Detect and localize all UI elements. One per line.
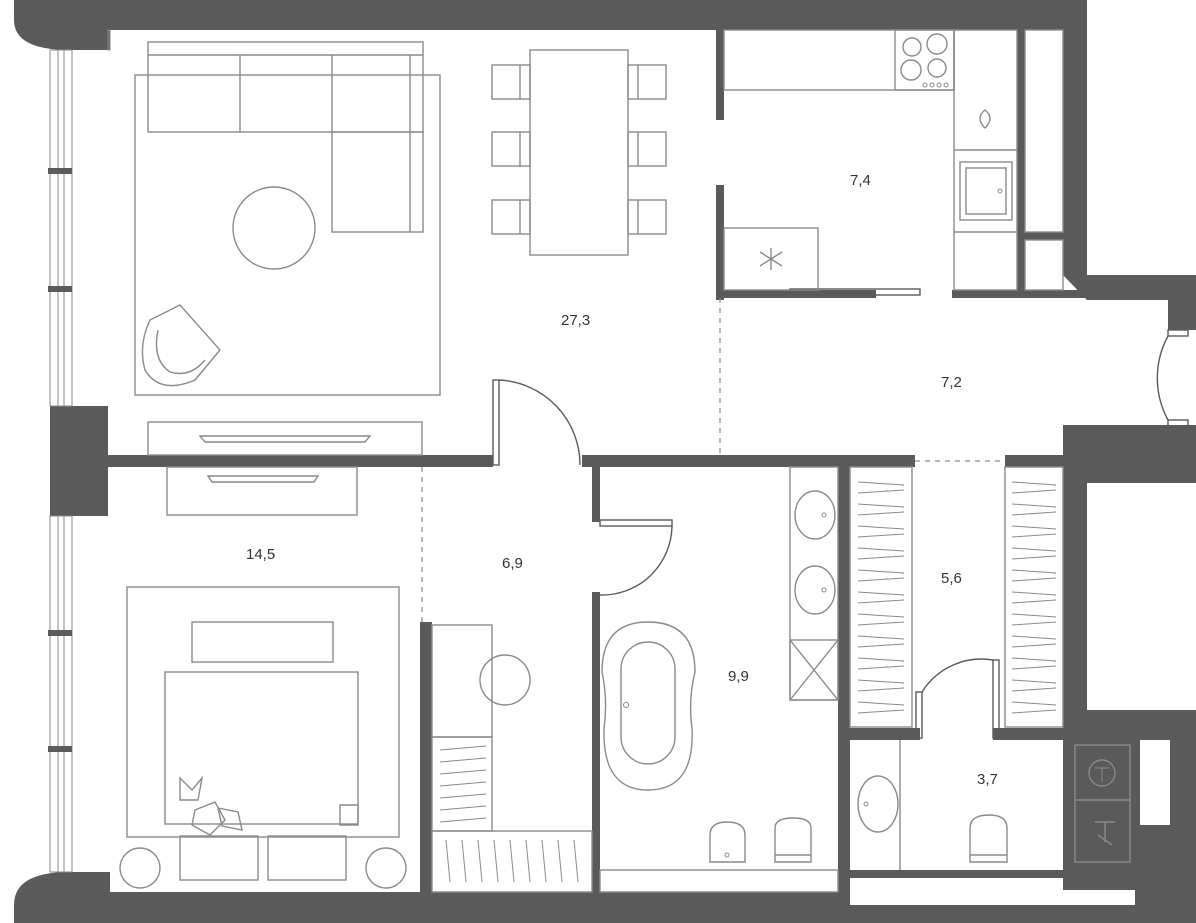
living-room-furniture [134,41,667,456]
wardrobe-hanger-line [1011,569,1057,574]
wardrobe-hanger-line [1011,533,1057,538]
wardrobe-hanger-line [1011,511,1057,516]
wardrobe-hanger-line [857,643,905,648]
wardrobe-hanger-line [1011,599,1057,604]
wardrobe-hanger-line [857,489,905,494]
area-label-corridor: 6,9 [502,555,523,572]
wardrobe-hanger-line [857,701,905,706]
wardrobe-hanger-line [857,665,905,670]
kitchen-furniture [723,29,1064,291]
doors [492,288,1189,739]
wardrobe-hanger-line [857,525,905,530]
wardrobe-hanger-line [857,613,905,618]
wardrobe-hanger-line [1011,503,1057,508]
wardrobe-hanger-line [857,577,905,582]
area-label-entry-hall: 7,2 [941,374,962,391]
wardrobe-hanger-line [857,555,905,560]
wardrobe-hanger-line [857,709,905,714]
wc-furniture [857,740,1131,870]
wardrobe-hanger-line [857,591,905,596]
wardrobe-hanger-line [1011,591,1057,596]
bedroom-furniture [119,466,407,889]
wardrobe-hanger-line [1011,621,1057,626]
wardrobe-hanger-line [1011,665,1057,670]
wardrobe-hanger-line [857,569,905,574]
wardrobe-hanger-line [1011,547,1057,552]
wardrobe-hanger-line [1011,687,1057,692]
wardrobe-hanger-line [1011,709,1057,714]
wardrobe-hanger-line [1011,555,1057,560]
wardrobe-hanger-line [857,599,905,604]
wardrobe-hanger-line [1011,679,1057,684]
wardrobe-hanger-line [857,657,905,662]
wardrobe-hanger-line [1011,657,1057,662]
wardrobe-hanger-line [857,503,905,508]
wardrobe-hanger-line [857,635,905,640]
wardrobe-hanger-line [857,621,905,626]
wardrobe-hanger-line [1011,643,1057,648]
wardrobe-hanger-line [1011,701,1057,706]
wardrobe-hanger-line [1011,635,1057,640]
wardrobe-hanger-line [857,687,905,692]
corridor-furniture [431,624,593,893]
wardrobe-hanger-line [857,679,905,684]
wardrobe-hanger-line [857,481,905,486]
walls [14,0,1196,923]
wardrobe-hanger-line [1011,489,1057,494]
wardrobe-hanger-line [857,533,905,538]
wardrobe-hanger-line [1011,613,1057,618]
wardrobe-hanger-line [1011,577,1057,582]
area-label-kitchen: 7,4 [850,172,871,189]
wardrobe-hanger-line [857,547,905,552]
bathroom-furniture [599,466,839,893]
area-label-wardrobe: 5,6 [941,570,962,587]
area-label-bedroom: 14,5 [246,546,275,563]
windows [48,29,111,873]
area-labels: 27,3 7,4 7,2 14,5 6,9 9,9 5,6 3,7 [246,172,998,788]
area-label-bathroom: 9,9 [728,668,749,685]
area-label-wc: 3,7 [977,771,998,788]
area-label-living-room: 27,3 [561,312,590,329]
wardrobe-hanger-line [1011,481,1057,486]
wardrobe-hanger-line [1011,525,1057,530]
wardrobe-hanger-line [857,511,905,516]
wardrobe-furniture [849,466,1064,728]
